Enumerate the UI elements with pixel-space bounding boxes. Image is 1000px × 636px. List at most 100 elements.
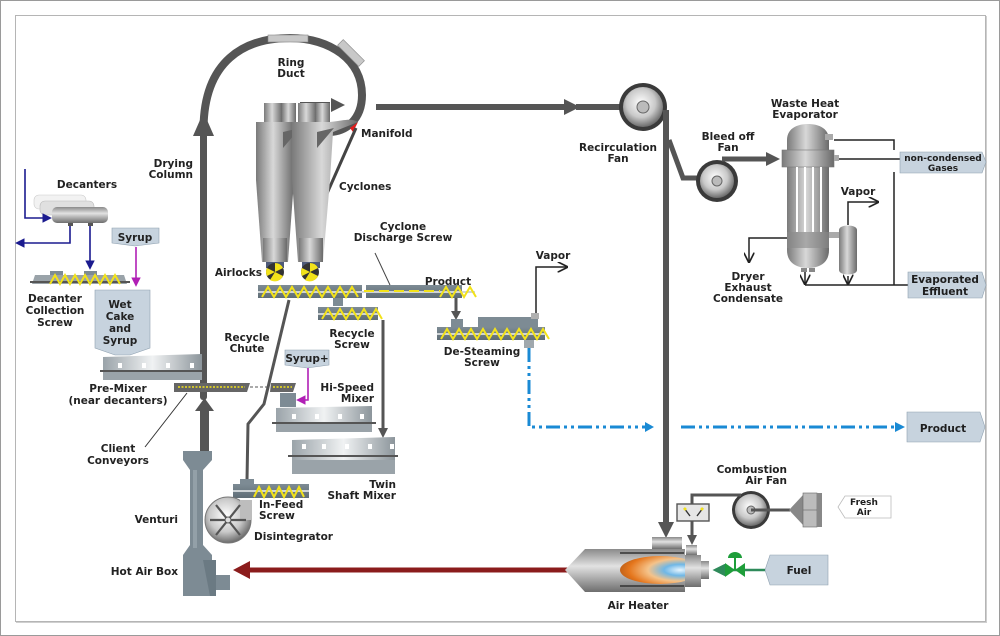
decanter-screw-label-1: Decanter bbox=[28, 293, 83, 305]
recycle-chute-label-2: Chute bbox=[230, 343, 265, 355]
wet-cake-hopper: Wet Cake and Syrup bbox=[94, 289, 151, 356]
combustion-label-1: Combustion bbox=[717, 464, 787, 476]
recycle-screw-label-1: Recycle bbox=[329, 328, 374, 340]
product-flow-arrow-1-icon bbox=[645, 422, 654, 432]
ring-duct-cap-2 bbox=[337, 39, 365, 67]
cyclone-inlet-arrow-icon bbox=[331, 98, 345, 112]
airlock-1 bbox=[266, 263, 284, 282]
twin-shaft-label-1: Twin bbox=[369, 479, 396, 491]
disintegrator-label: Disintegrator bbox=[254, 531, 334, 543]
recycle-chute bbox=[245, 299, 291, 481]
decanter-screw-label-2: Collection bbox=[26, 305, 85, 317]
de-steaming-label-2: Screw bbox=[464, 357, 500, 369]
up-arrow-icon bbox=[195, 398, 214, 411]
hot-air-box-label: Hot Air Box bbox=[111, 566, 178, 578]
fresh-air-tag: Fresh Air bbox=[837, 495, 892, 519]
bleed-off-label-1: Bleed off bbox=[702, 131, 755, 143]
non-condensed-label-1: non-condensed bbox=[904, 154, 982, 164]
air-heater bbox=[565, 537, 709, 592]
non-condensed-gases-tag: non-condensed Gases bbox=[899, 151, 987, 174]
client-conveyors-label-1: Client bbox=[101, 443, 136, 455]
decanter-collection-screw bbox=[30, 271, 130, 287]
decanters-label: Decanters bbox=[57, 179, 117, 191]
cyclones bbox=[256, 103, 358, 268]
client-conveyors bbox=[174, 383, 296, 392]
venturi bbox=[183, 451, 212, 560]
de-steaming-screw bbox=[437, 313, 550, 348]
effluent-label-2: Effluent bbox=[922, 286, 968, 298]
pre-mixer-label-1: Pre-Mixer bbox=[89, 383, 147, 395]
decanter-screw-label-3: Screw bbox=[37, 317, 73, 329]
fuel-label: Fuel bbox=[787, 565, 812, 577]
ring-duct-cap bbox=[267, 34, 309, 43]
vapor-evap-line bbox=[847, 202, 878, 225]
bleed-off-label-2: Fan bbox=[717, 142, 738, 154]
recycle-screw-label-2: Screw bbox=[334, 339, 370, 351]
hi-speed-mixer bbox=[272, 393, 376, 432]
syrup-plus-tag: Syrup+ bbox=[284, 349, 330, 369]
wet-cake-label-2: Cake bbox=[106, 311, 135, 323]
recirculation-label-2: Fan bbox=[607, 153, 628, 165]
vapor-separator bbox=[829, 225, 857, 275]
cyclones-label: Cyclones bbox=[339, 181, 391, 193]
vapor-desteam-label: Vapor bbox=[536, 250, 571, 262]
condensate-label-2: Exhaust bbox=[724, 282, 771, 294]
cyclones-leader-line bbox=[323, 127, 358, 199]
bleed-arrow-icon bbox=[766, 152, 780, 166]
syrup-plus-label: Syrup+ bbox=[285, 353, 328, 365]
product-out-tag: Product bbox=[906, 411, 986, 443]
condensate-label-1: Dryer bbox=[731, 271, 765, 283]
client-conveyors-leader bbox=[144, 392, 188, 448]
air-heater-label: Air Heater bbox=[608, 600, 670, 612]
client-conveyors-label-2: Conveyors bbox=[87, 455, 149, 467]
twin-shaft-label-2: Shaft Mixer bbox=[328, 490, 397, 502]
waste-heat-evaporator bbox=[781, 124, 839, 272]
de-steaming-label-1: De-Steaming bbox=[444, 346, 521, 358]
combustion-air-duct bbox=[690, 493, 741, 504]
hot-air-arrow-icon bbox=[233, 561, 250, 579]
twin-shaft-mixer bbox=[288, 437, 398, 474]
syrup-label: Syrup bbox=[118, 232, 153, 244]
discharge-screw-label-2: Discharge Screw bbox=[354, 232, 453, 244]
non-condensed-label-2: Gases bbox=[928, 164, 958, 174]
hi-speed-label-1: Hi-Speed bbox=[320, 382, 374, 394]
fuel-valve-icon bbox=[725, 552, 745, 577]
wet-cake-label-3: and bbox=[109, 323, 131, 335]
condensate-label-3: Condensate bbox=[713, 293, 783, 305]
venturi-up-arrow bbox=[195, 398, 214, 451]
airlocks-label: Airlocks bbox=[215, 267, 262, 279]
pre-mixer-label-2: (near decanters) bbox=[68, 395, 167, 407]
ring-duct-label-2: Duct bbox=[277, 68, 304, 80]
ring-duct-label-1: Ring bbox=[278, 57, 305, 69]
effluent-label-1: Evaporated bbox=[911, 274, 979, 286]
pre-mixer bbox=[100, 354, 206, 380]
recirculation-label-1: Recirculation bbox=[579, 142, 657, 154]
in-feed-screw bbox=[233, 479, 309, 500]
decanters bbox=[33, 194, 108, 226]
decanter-feed-line bbox=[24, 169, 52, 223]
gases-lines bbox=[834, 139, 908, 285]
venturi-label: Venturi bbox=[135, 514, 178, 526]
damper-arrow-icon bbox=[687, 535, 697, 545]
drying-column-label-2: Column bbox=[149, 169, 193, 181]
wet-cake-label-1: Wet bbox=[108, 299, 131, 311]
manifold-red-marker bbox=[350, 122, 358, 132]
wet-cake-label-4: Syrup bbox=[103, 335, 138, 347]
cyclone-discharge-screw bbox=[258, 285, 477, 299]
hi-speed-label-2: Mixer bbox=[341, 393, 375, 405]
recirculation-down-arrow-icon bbox=[658, 522, 674, 538]
recycle-arrow-icon bbox=[378, 428, 388, 438]
bleed-off-fan bbox=[696, 160, 738, 202]
condensate-line bbox=[749, 237, 787, 262]
evaporator-label-1: Waste Heat bbox=[771, 98, 839, 110]
manifold-label: Manifold bbox=[361, 128, 413, 140]
fresh-air-label-2: Air bbox=[857, 508, 872, 518]
product-flow-arrow-2-icon bbox=[895, 422, 905, 432]
evaporated-effluent-tag: Evaporated Effluent bbox=[907, 271, 987, 299]
recycle-chute-label-1: Recycle bbox=[224, 332, 269, 344]
decanter-centrate-line bbox=[15, 226, 71, 248]
hot-air-box bbox=[183, 560, 230, 596]
recirculation-fan bbox=[619, 83, 667, 131]
syrup-tag: Syrup bbox=[111, 227, 160, 247]
product-flow-line-1 bbox=[527, 348, 645, 429]
